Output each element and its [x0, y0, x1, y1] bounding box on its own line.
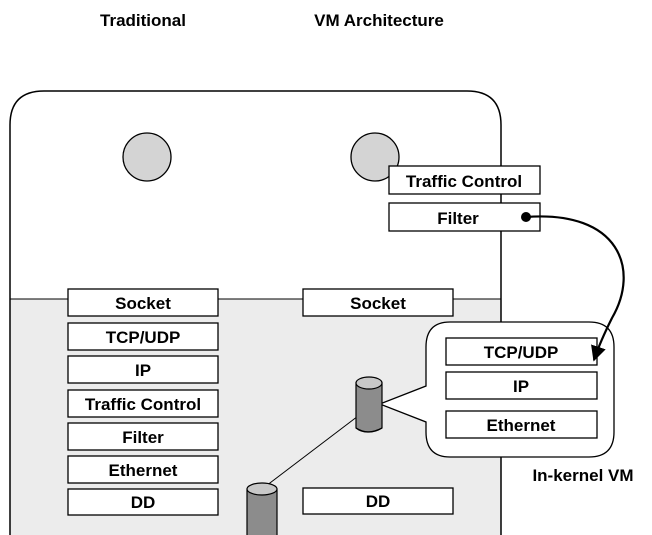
vm-dd-label: DD — [366, 492, 391, 511]
traditional-ethernet-box: Ethernet — [67, 455, 219, 484]
traditional-filter-box: Filter — [67, 422, 219, 451]
in-kernel-vm-label: In-kernel VM — [532, 466, 633, 485]
cylinder-link-line — [261, 409, 367, 490]
traditional-ip-box: IP — [67, 355, 219, 384]
vm-filter-box: Filter — [388, 202, 541, 232]
traditional-ip-label: IP — [135, 361, 151, 380]
traditional-dd-label: DD — [131, 493, 156, 512]
traditional-ethernet-label: Ethernet — [109, 461, 178, 480]
vm-traffic-control-box: Traffic Control — [388, 165, 541, 195]
vm-architecture-header: VM Architecture — [314, 11, 444, 30]
bottom-cylinder-icon — [246, 482, 278, 535]
traditional-socket-box: Socket — [67, 288, 219, 317]
traditional-process-circle — [122, 132, 172, 182]
vm-cylinder-icon — [355, 376, 383, 433]
callout-tcp-udp-label: TCP/UDP — [484, 343, 559, 362]
filter-to-vm-arrow — [525, 215, 625, 362]
traditional-traffic-control-box: Traffic Control — [67, 389, 219, 418]
callout-ip-box: IP — [445, 371, 598, 400]
vm-socket-label: Socket — [350, 294, 406, 313]
callout-tcp-udp-box: TCP/UDP — [445, 337, 598, 366]
traditional-filter-label: Filter — [122, 428, 164, 447]
vm-traffic-control-label: Traffic Control — [406, 172, 522, 191]
traditional-dd-box: DD — [67, 488, 219, 516]
traditional-tcp-udp-box: TCP/UDP — [67, 322, 219, 351]
traditional-header: Traditional — [100, 11, 186, 30]
traditional-tcp-udp-label: TCP/UDP — [106, 328, 181, 347]
traditional-traffic-control-label: Traffic Control — [85, 395, 201, 414]
callout-ip-label: IP — [513, 377, 529, 396]
vm-dd-box: DD — [302, 487, 454, 515]
vm-filter-label: Filter — [437, 209, 479, 228]
callout-ethernet-box: Ethernet — [445, 410, 598, 439]
vm-socket-box: Socket — [302, 288, 454, 317]
traditional-socket-label: Socket — [115, 294, 171, 313]
callout-ethernet-label: Ethernet — [487, 416, 556, 435]
vm-process-circle — [350, 132, 400, 182]
